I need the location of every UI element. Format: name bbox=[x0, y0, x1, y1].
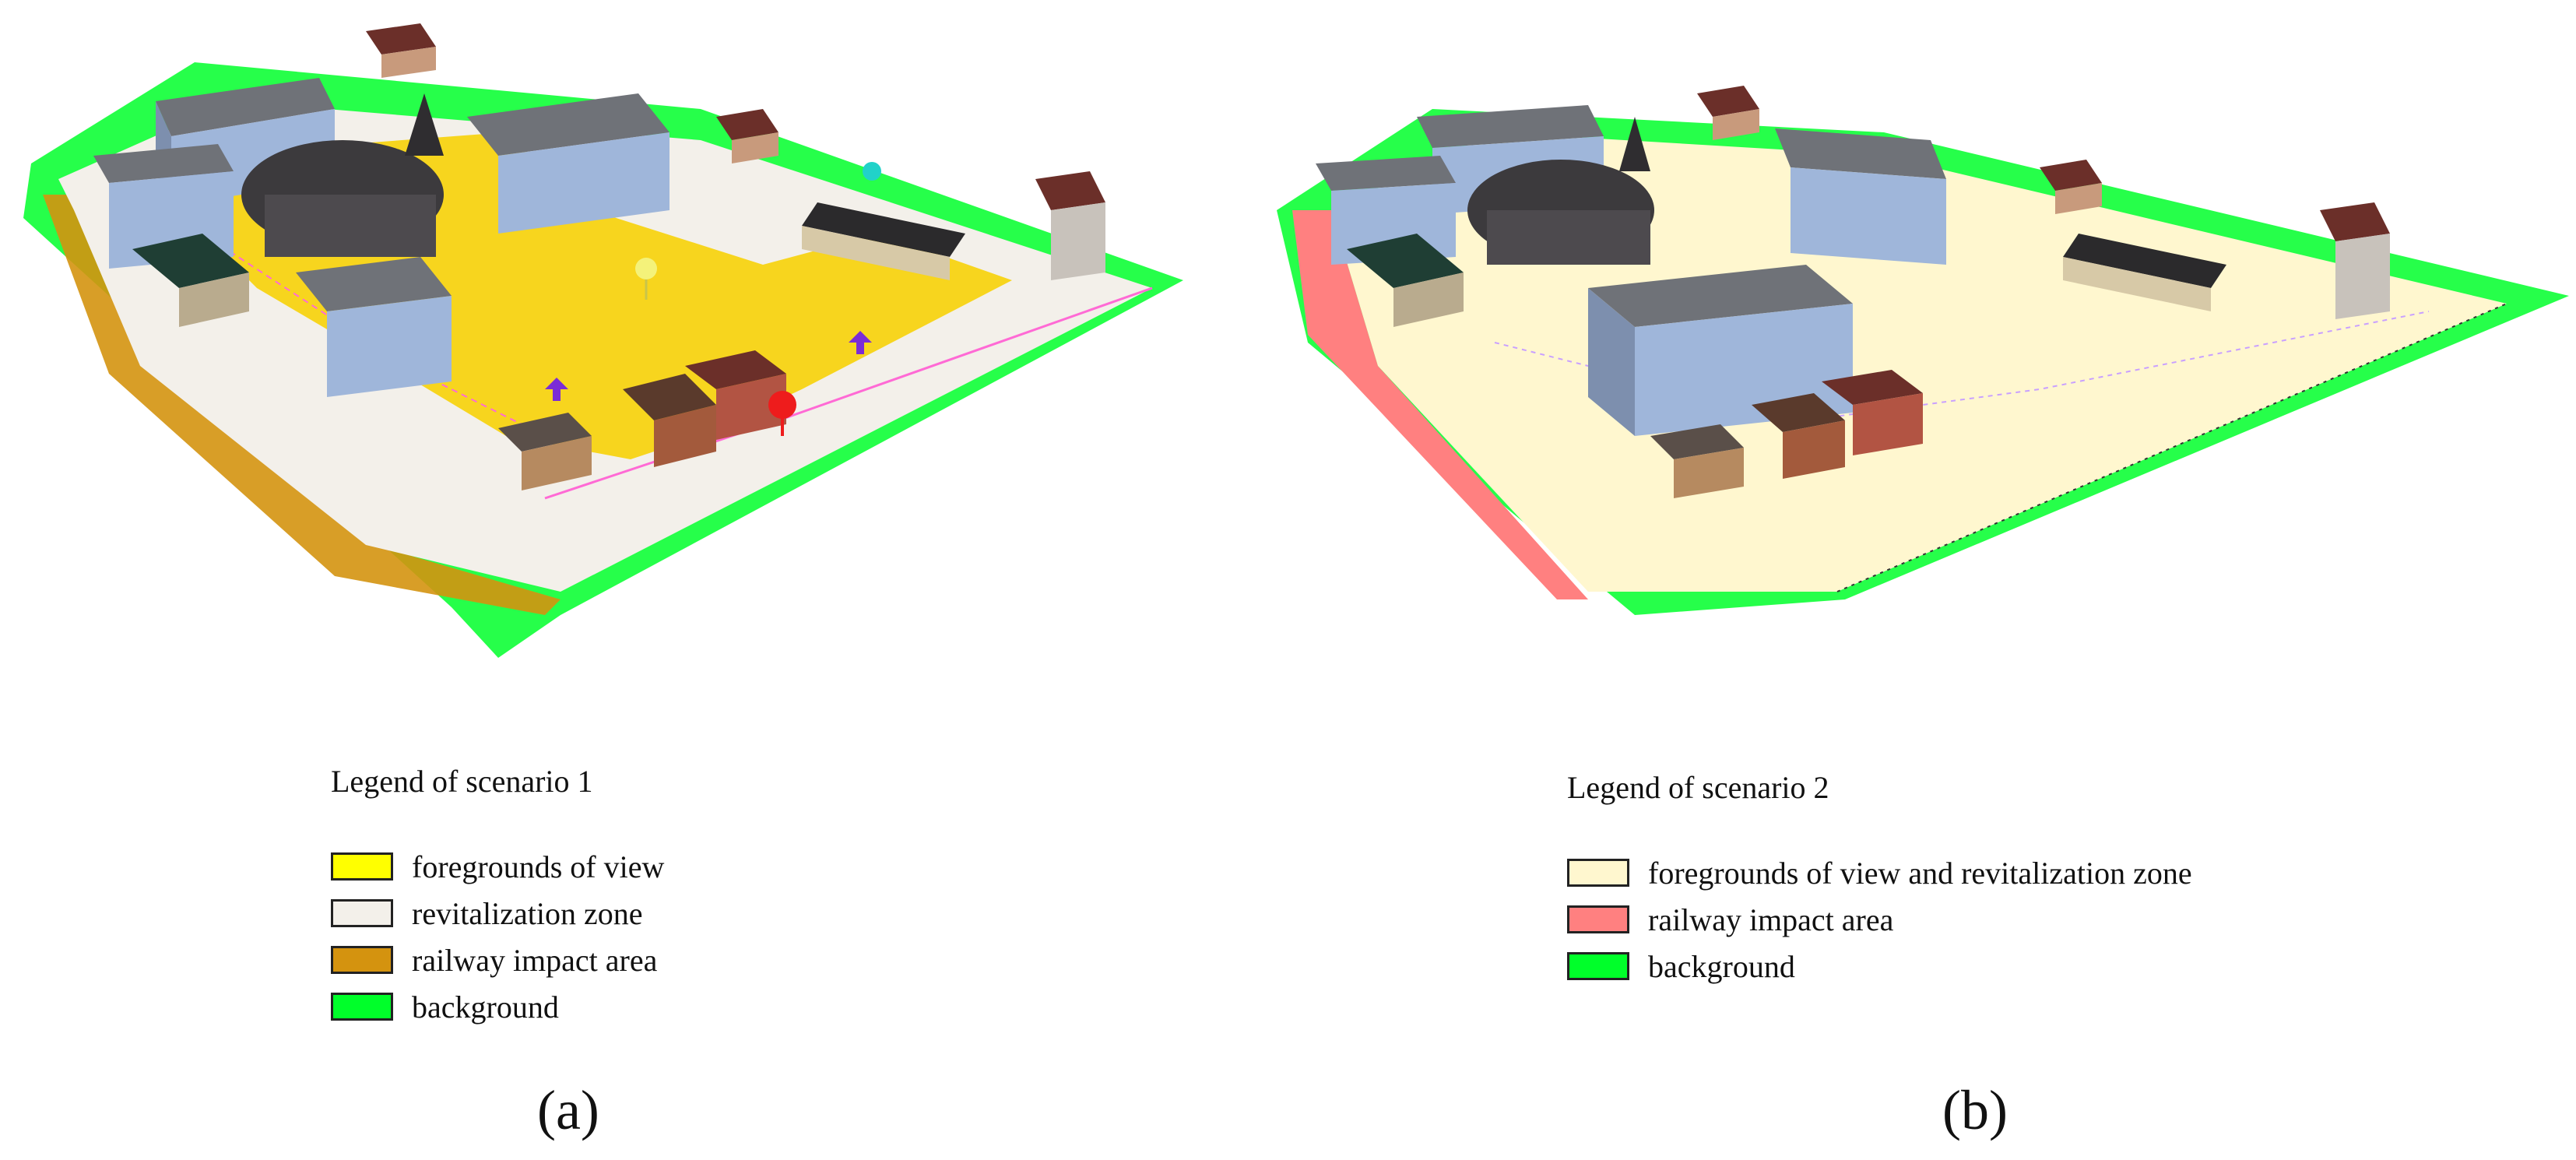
scenario-1-legend: Legend of scenario 1 foregrounds of view… bbox=[331, 763, 664, 1030]
office-building bbox=[296, 257, 452, 397]
scenario-2-3d-model bbox=[1277, 86, 2569, 615]
brick-house bbox=[1752, 393, 1845, 479]
church-building bbox=[241, 93, 444, 257]
brick-house bbox=[1650, 424, 1744, 498]
house bbox=[1697, 86, 1759, 140]
house bbox=[2320, 202, 2390, 319]
house bbox=[132, 234, 249, 327]
shed-building bbox=[2063, 234, 2226, 311]
legend-item-railway-impact-area: railway impact area bbox=[1567, 896, 2192, 943]
zone-boundary-line bbox=[1836, 303, 2507, 592]
legend-label: revitalization zone bbox=[412, 895, 643, 931]
legend-swatch bbox=[331, 899, 393, 927]
legend-swatch bbox=[331, 993, 393, 1021]
shed-building bbox=[802, 202, 965, 280]
legend-swatch bbox=[1567, 859, 1629, 887]
legend-swatch bbox=[331, 852, 393, 881]
legend-title: Legend of scenario 2 bbox=[1567, 770, 1829, 805]
house bbox=[366, 23, 436, 78]
legend-swatch bbox=[331, 946, 393, 974]
legend-label: foregrounds of view bbox=[412, 849, 665, 884]
legend-item-railway-impact-area: railway impact area bbox=[331, 937, 664, 983]
yellow-viewpoint-marker bbox=[635, 258, 657, 300]
brick-house bbox=[1822, 370, 1923, 455]
panel-a: Legend of scenario 1 foregrounds of view… bbox=[0, 0, 1261, 1160]
legend-label: railway impact area bbox=[412, 942, 658, 978]
brick-house bbox=[498, 413, 592, 490]
purple-marker bbox=[545, 378, 568, 401]
legend-label: foregrounds of view and revitalization z… bbox=[1648, 855, 2192, 891]
purple-marker bbox=[849, 331, 872, 354]
legend-swatch bbox=[1567, 952, 1629, 980]
panel-label-b: (b) bbox=[1942, 1079, 2008, 1141]
legend-item-background: background bbox=[331, 983, 664, 1030]
legend-swatch bbox=[1567, 905, 1629, 933]
house bbox=[1035, 171, 1105, 280]
panel-b: Legend of scenario 2 foregrounds of view… bbox=[1261, 0, 2576, 1160]
office-building bbox=[1775, 128, 1946, 265]
legend-item-background: background bbox=[1567, 943, 2192, 990]
legend-label: railway impact area bbox=[1648, 902, 1894, 937]
railway-impact-area bbox=[1292, 210, 1588, 599]
scenario-2-legend: Legend of scenario 2 foregrounds of view… bbox=[1567, 769, 2192, 990]
brick-house bbox=[685, 350, 786, 440]
panel-label-a: (a) bbox=[537, 1079, 599, 1141]
legend-item-revitalization-zone: revitalization zone bbox=[331, 890, 664, 937]
red-viewpoint-marker bbox=[768, 391, 796, 436]
house bbox=[1347, 234, 1464, 327]
house bbox=[716, 109, 778, 163]
cyan-viewpoint-marker bbox=[863, 162, 881, 181]
scenario-1-3d-model bbox=[23, 23, 1183, 658]
legend-label: background bbox=[1648, 948, 1795, 984]
legend-label: background bbox=[412, 989, 559, 1025]
legend-item-foregrounds-and-revitalization-zone: foregrounds of view and revitalization z… bbox=[1567, 849, 2192, 896]
house bbox=[2040, 160, 2102, 214]
office-building bbox=[467, 93, 669, 234]
legend-item-foregrounds-of-view: foregrounds of view bbox=[331, 843, 664, 890]
church-building bbox=[1467, 117, 1654, 265]
legend-title: Legend of scenario 1 bbox=[331, 764, 593, 799]
brick-house bbox=[623, 374, 716, 467]
